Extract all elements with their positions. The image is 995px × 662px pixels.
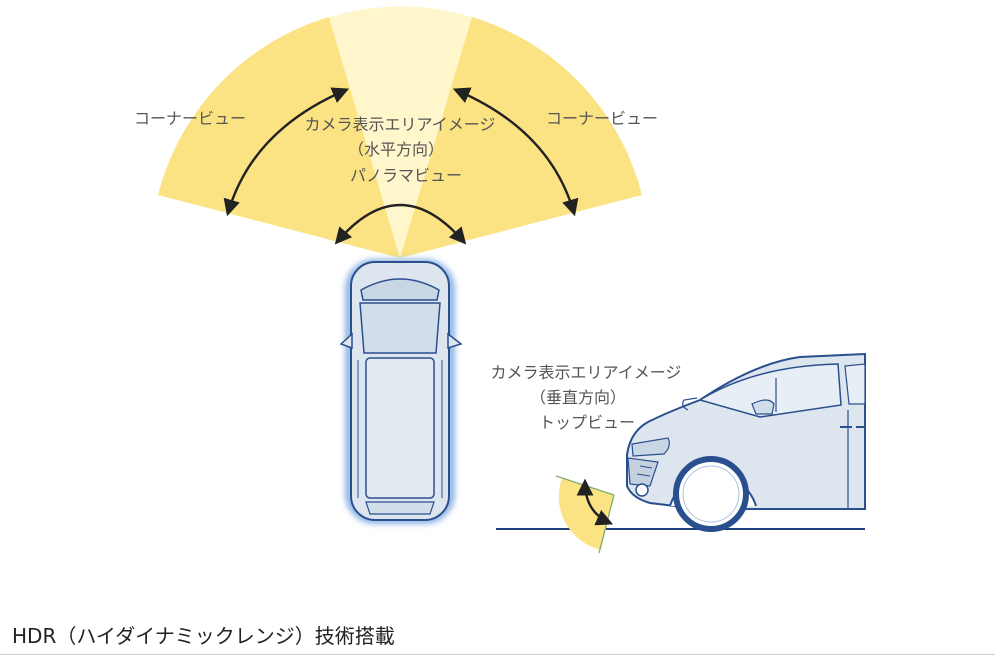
arrow-corner-right [452,87,579,217]
front-camera [635,483,649,497]
side-mirror-right [447,332,463,350]
label-horizontal-direction: （水平方向） [348,140,444,159]
car-top-view [339,259,463,524]
label-panorama-view: パノラマビュー [350,166,462,185]
car-side-view [626,352,866,532]
windshield [359,302,441,354]
label-horizontal-area-title: カメラ表示エリアイメージ [305,115,496,134]
arrow-corner-left [223,87,350,217]
roof [365,357,435,499]
side-mirror-left [339,332,353,350]
label-corner-view-right: コーナービュー [546,109,658,128]
front-grille [627,457,659,487]
label-corner-view-left: コーナービュー [134,109,246,128]
headlight [631,437,670,457]
fan-panorama-center [329,6,472,259]
label-vertical-direction: （垂直方向） [530,388,626,407]
label-vertical-area-title: カメラ表示エリアイメージ [491,363,682,382]
arrow-top-view [576,478,614,526]
label-top-view: トップビュー [539,413,635,432]
side-window [698,363,842,418]
section-heading-hdr: HDR（ハイダイナミックレンジ）技術搭載 [12,624,395,648]
heading-divider [0,654,995,655]
arrow-panorama [334,203,467,245]
side-mirror [751,399,775,415]
